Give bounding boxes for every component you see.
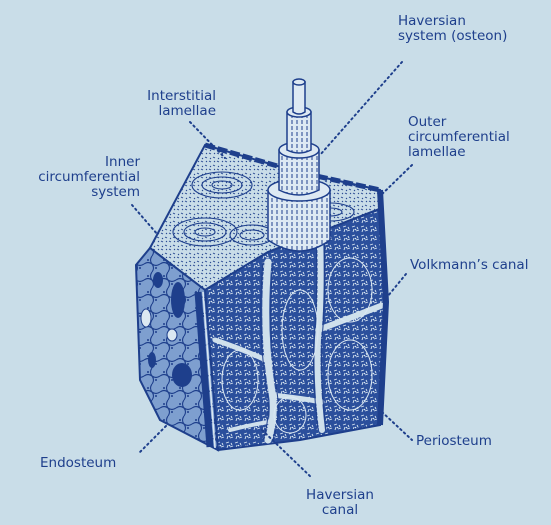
leader-outer-circumferential [378, 165, 412, 198]
label-periosteum: Periosteum [416, 434, 492, 449]
label-interstitial-lamellae: Interstitial lamellae [108, 89, 216, 119]
leader-endosteum [140, 426, 166, 452]
label-haversian-canal: Haversian canal [300, 488, 380, 518]
label-outer-circumferential-lamellae: Outer circumferential lamellae [408, 115, 510, 160]
leader-inner-circumferential [132, 205, 158, 235]
bone-block [136, 145, 386, 450]
label-haversian-system: Haversian system (osteon) [398, 14, 507, 44]
label-inner-circumferential-system: Inner circumferential system [22, 155, 140, 200]
leader-haversian-system [320, 62, 402, 155]
label-endosteum: Endosteum [40, 456, 116, 471]
label-volkmanns-canal: Volkmann’s canal [410, 258, 528, 273]
leader-periosteum [382, 412, 412, 440]
